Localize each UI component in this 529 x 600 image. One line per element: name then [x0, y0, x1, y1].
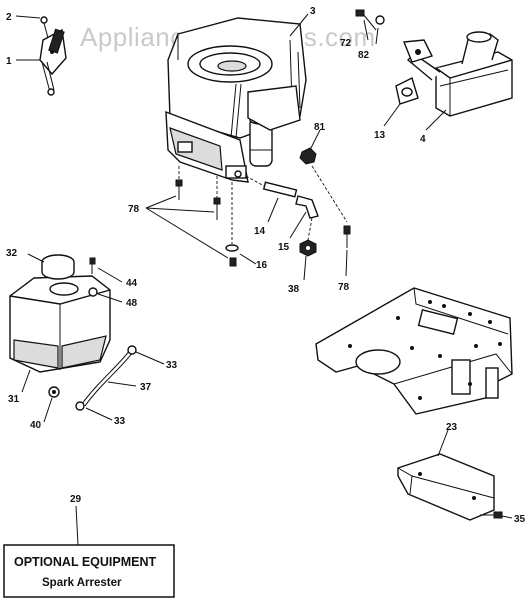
bolt-72-part — [355, 9, 385, 31]
callout-32: 32 — [6, 248, 18, 259]
callout-3: 3 — [310, 6, 316, 17]
callout-72: 72 — [340, 38, 352, 49]
frame-part — [315, 287, 513, 415]
callout-15: 15 — [278, 242, 290, 253]
callout-40: 40 — [30, 420, 42, 431]
optional-equipment-box: OPTIONAL EQUIPMENT Spark Arrester — [3, 544, 175, 598]
callout-labels: 1 2 3 4 13 14 15 16 23 29 31 32 33 33 35… — [6, 6, 526, 525]
callout-78a: 78 — [128, 204, 140, 215]
callout-78b: 78 — [338, 282, 350, 293]
fuel-tank-part — [9, 254, 111, 373]
callout-33b: 33 — [114, 416, 126, 427]
callout-1: 1 — [6, 56, 12, 67]
callout-48: 48 — [126, 298, 138, 309]
callout-16: 16 — [256, 260, 268, 271]
muffler-part — [403, 31, 513, 117]
heat-shield-part — [397, 453, 503, 521]
callout-44: 44 — [126, 278, 138, 289]
fuel-line-part — [75, 345, 137, 411]
callout-35: 35 — [514, 514, 526, 525]
callout-31: 31 — [8, 394, 20, 405]
callout-23: 23 — [446, 422, 458, 433]
nut-81-part — [299, 147, 317, 165]
callout-2: 2 — [6, 12, 12, 23]
ignition-switch-part — [39, 16, 67, 96]
engine-part — [165, 17, 307, 183]
spark-arrester-label: Spark Arrester — [42, 577, 122, 589]
callout-82: 82 — [358, 50, 370, 61]
tank-hardware-part — [48, 257, 98, 398]
nut-38-part — [299, 217, 317, 257]
callout-29: 29 — [70, 494, 82, 505]
fuel-pipe-part — [245, 175, 319, 219]
callout-13: 13 — [374, 130, 386, 141]
callout-37: 37 — [140, 382, 152, 393]
callout-81: 81 — [314, 122, 326, 133]
callout-38: 38 — [288, 284, 300, 295]
callout-33a: 33 — [166, 360, 178, 371]
gasket-part — [395, 77, 419, 105]
callout-14: 14 — [254, 226, 266, 237]
optional-equipment-title: OPTIONAL EQUIPMENT — [14, 555, 157, 569]
bolts-78-part — [175, 165, 351, 248]
washer-16-part — [225, 182, 239, 267]
leader-lines — [15, 13, 513, 546]
callout-4: 4 — [420, 134, 426, 145]
